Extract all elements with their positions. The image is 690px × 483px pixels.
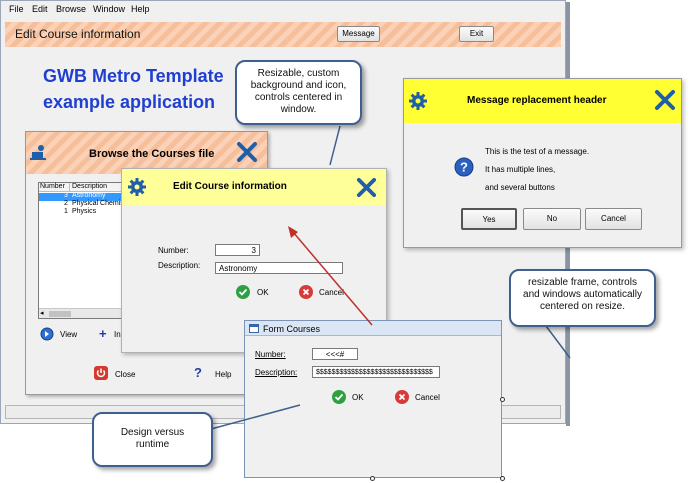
help-button[interactable]: Help xyxy=(215,370,232,379)
edit-ok-check-icon[interactable] xyxy=(236,285,250,299)
gear-icon xyxy=(127,177,147,197)
form-ok-button[interactable]: OK xyxy=(352,393,364,402)
edit-cancel-icon[interactable] xyxy=(299,285,313,299)
menu-help[interactable]: Help xyxy=(131,4,150,14)
edit-number-label: Number: xyxy=(158,246,189,255)
edit-ok-button[interactable]: OK xyxy=(257,288,269,297)
message-dialog-title: Message replacement header xyxy=(467,95,607,106)
resize-handle[interactable] xyxy=(500,397,505,402)
column-description[interactable]: Description xyxy=(72,183,108,190)
browse-close-icon[interactable] xyxy=(236,141,258,163)
svg-text:?: ? xyxy=(460,160,468,175)
form-number-field[interactable]: <<<# xyxy=(312,348,358,360)
help-icon[interactable]: ? xyxy=(194,365,202,380)
browse-header xyxy=(26,132,267,174)
list-header: Number Description xyxy=(39,183,122,192)
resize-handle[interactable] xyxy=(500,476,505,481)
gear-icon xyxy=(408,91,428,111)
courses-icon xyxy=(30,143,48,161)
edit-number-field[interactable]: 3 xyxy=(215,244,260,256)
form-courses-title: Form Courses xyxy=(263,324,321,334)
form-description-label: Description: xyxy=(255,368,298,377)
table-row[interactable]: 1 Physics xyxy=(64,208,97,215)
message-cancel-button[interactable]: Cancel xyxy=(585,208,642,230)
insert-icon[interactable]: + xyxy=(99,326,107,341)
callout-resizable: Resizable, custom background and icon, c… xyxy=(235,60,362,125)
view-button[interactable]: View xyxy=(60,330,78,339)
yes-button[interactable]: Yes xyxy=(461,208,517,230)
message-button[interactable]: Message xyxy=(337,26,380,42)
question-icon: ? xyxy=(454,157,474,177)
app-heading-line1: GWB Metro Template xyxy=(43,66,224,86)
menu-bar: File Edit Browse Window Help xyxy=(1,1,565,17)
column-number[interactable]: Number xyxy=(40,183,65,190)
form-window-icon xyxy=(249,324,259,333)
message-dialog-header xyxy=(404,79,681,123)
edit-description-field[interactable]: Astronomy xyxy=(215,262,343,274)
edit-dialog-header xyxy=(122,169,386,205)
menu-edit[interactable]: Edit xyxy=(32,4,48,14)
exit-button[interactable]: Exit xyxy=(459,26,494,42)
form-cancel-icon[interactable] xyxy=(395,390,409,404)
message-line-2: It has multiple lines, xyxy=(485,165,556,174)
form-description-field[interactable]: $$$$$$$$$$$$$$$$$$$$$$$$$$$$$$ xyxy=(312,366,440,378)
edit-dialog-close-icon[interactable] xyxy=(356,177,377,198)
form-number-label: Number: xyxy=(255,350,286,359)
message-line-3: and several buttons xyxy=(485,183,555,192)
callout-frame: resizable frame, controls and windows au… xyxy=(509,269,656,327)
resize-handle[interactable] xyxy=(370,476,375,481)
form-ok-check-icon[interactable] xyxy=(332,390,346,404)
form-cancel-button[interactable]: Cancel xyxy=(415,393,440,402)
close-power-icon[interactable] xyxy=(94,366,108,380)
edit-cancel-button[interactable]: Cancel xyxy=(319,288,344,297)
edit-dialog-title: Edit Course information xyxy=(173,181,287,192)
list-col-divider xyxy=(69,183,70,192)
table-row[interactable]: 3 Astronomy xyxy=(39,192,122,201)
menu-file[interactable]: File xyxy=(9,4,24,14)
view-icon[interactable] xyxy=(40,327,54,341)
horizontal-scrollbar[interactable]: ◂ xyxy=(39,308,122,318)
main-title: Edit Course information xyxy=(15,27,141,41)
form-courses-titlebar: Form Courses xyxy=(245,321,501,336)
close-button[interactable]: Close xyxy=(115,370,136,379)
scroll-thumb[interactable] xyxy=(49,311,71,317)
menu-window[interactable]: Window xyxy=(93,4,126,14)
table-row[interactable]: 2 Physical Chemis xyxy=(64,200,124,207)
no-button[interactable]: No xyxy=(523,208,581,230)
menu-browse[interactable]: Browse xyxy=(56,4,87,14)
courses-list[interactable] xyxy=(38,182,123,319)
form-courses-window xyxy=(244,320,502,478)
message-line-1: This is the test of a message. xyxy=(485,147,590,156)
scroll-left-icon[interactable]: ◂ xyxy=(40,310,44,317)
app-heading-line2: example application xyxy=(43,92,216,112)
message-dialog-close-icon[interactable] xyxy=(654,89,676,111)
insert-button[interactable]: In xyxy=(114,330,121,339)
browse-title: Browse the Courses file xyxy=(89,148,215,160)
edit-description-label: Description: xyxy=(158,261,201,270)
callout-design: Design versus runtime xyxy=(92,412,213,467)
